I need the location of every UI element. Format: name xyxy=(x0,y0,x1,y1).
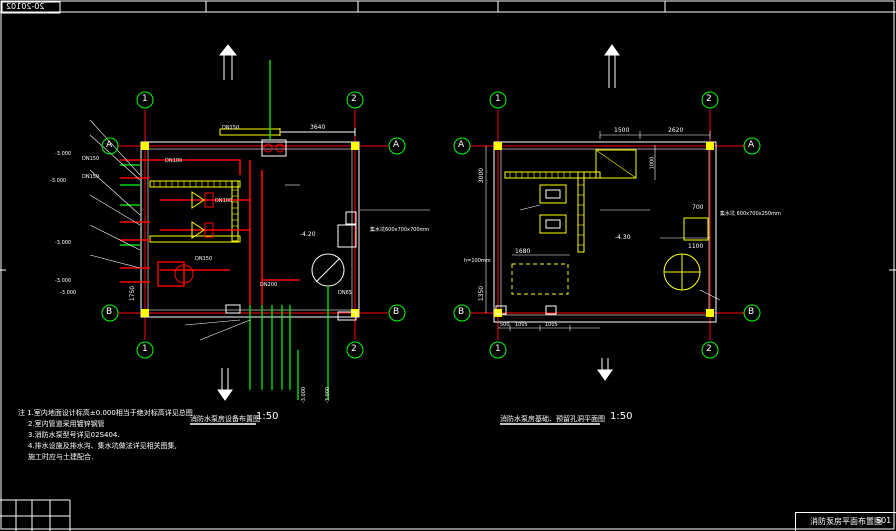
right-dim-bottom-1: 1005 xyxy=(515,322,528,328)
left-plan xyxy=(89,44,430,425)
right-dim-top-2: 2620 xyxy=(668,127,684,134)
note-line: 2.室内管道采用镀锌钢管 xyxy=(28,420,105,428)
left-pit-note: 集水坑600x700x700mm xyxy=(370,227,430,233)
sheet-title: 消防泵房平面布置图 xyxy=(810,517,882,526)
right-plan-scale: 1:50 xyxy=(610,411,633,422)
drawing-number: 20-20102 xyxy=(6,2,45,11)
left-level-1: -3.000 xyxy=(55,151,72,157)
right-dim-left-1: 3000 xyxy=(478,167,486,184)
left-dn-8: DN200 xyxy=(260,282,278,288)
left-dn-7: DN150 xyxy=(195,256,213,262)
left-dn-6: DN65 xyxy=(338,290,352,296)
left-dn-3: DN150 xyxy=(222,125,240,131)
right-dim-bottom-3: 500 xyxy=(500,322,510,328)
left-dn-1: DN150 xyxy=(82,156,100,162)
left-level-6: -3.000 xyxy=(301,386,308,404)
left-level-4: -3.000 xyxy=(55,278,72,284)
left-grid-label-1-top: 1 xyxy=(142,94,148,104)
left-dn-2: DN150 xyxy=(82,174,100,180)
left-plan-title: 消防水泵房设备布置图 xyxy=(190,415,260,423)
right-grid-label-b-left: B xyxy=(458,307,465,317)
left-grid-label-a-right: A xyxy=(393,140,400,150)
right-grid-label-2-bottom: 2 xyxy=(706,344,712,354)
right-plan-title: 消防水泵房基础、预留孔洞平面图 xyxy=(500,415,605,423)
left-dn-4: DN100 xyxy=(165,158,183,164)
right-dim-bottom-2: 1005 xyxy=(545,322,558,328)
left-grid-label-2-top: 2 xyxy=(351,94,357,104)
note-line: 3.消防水泵型号详见02S404. xyxy=(28,431,120,439)
general-notes: 注 1.室内地面设计标高±0.000相当于绝对标高详见总图 2.室内管道采用镀锌… xyxy=(18,408,193,463)
left-grid-label-2-bottom: 2 xyxy=(351,344,357,354)
left-grid-label-a-left: A xyxy=(106,140,113,150)
left-dn-5: DN100 xyxy=(215,198,233,204)
left-grid-label-b-left: B xyxy=(106,307,113,317)
left-level-5: -3.000 xyxy=(60,290,77,296)
left-dim-1750: 1750 xyxy=(129,285,137,302)
sheet-code: S01 xyxy=(876,516,892,525)
left-grid-label-b-right: B xyxy=(393,307,400,317)
left-grid-label-1-bottom: 1 xyxy=(142,344,148,354)
left-level-3: -3.000 xyxy=(55,240,72,246)
left-plan-scale: 1:50 xyxy=(256,411,279,422)
note-line: 施工时应与土建配合. xyxy=(28,453,94,461)
right-dim-1000: 1000 xyxy=(649,156,656,170)
left-level-7: -3.000 xyxy=(325,386,332,404)
right-grid-label-b-right: B xyxy=(748,307,755,317)
left-level-2: -3.000 xyxy=(50,178,67,184)
right-grid-label-2-top: 2 xyxy=(706,94,712,104)
title-block: 消防泵房平面布置图 S01 xyxy=(795,512,896,531)
left-dim-3640: 3640 xyxy=(310,124,326,131)
right-grid-label-1-bottom: 1 xyxy=(495,344,501,354)
right-grid-label-1-top: 1 xyxy=(495,94,501,104)
right-pit-note: 集水坑 600x700x250mm xyxy=(720,211,781,217)
note-line: 注 1.室内地面设计标高±0.000相当于绝对标高详见总图 xyxy=(18,409,193,417)
right-grid-label-a-left: A xyxy=(458,140,465,150)
right-foundation-note: h=100mm xyxy=(464,258,491,264)
right-plan xyxy=(453,44,761,425)
note-line: 4.排水设施及排水沟、集水坑做法详见相关图集, xyxy=(28,442,177,450)
right-dim-1680: 1680 xyxy=(515,248,531,255)
right-dim-top-1: 1500 xyxy=(614,127,630,134)
right-grid-label-a-right: A xyxy=(748,140,755,150)
drawing-number-box xyxy=(1,1,61,14)
right-dim-left-2: 1350 xyxy=(478,285,486,302)
right-level-430: -4.30 xyxy=(615,234,631,241)
right-dim-700: 700 xyxy=(692,204,704,211)
left-level-420: -4.20 xyxy=(300,231,316,238)
right-dim-1100: 1100 xyxy=(688,243,704,250)
